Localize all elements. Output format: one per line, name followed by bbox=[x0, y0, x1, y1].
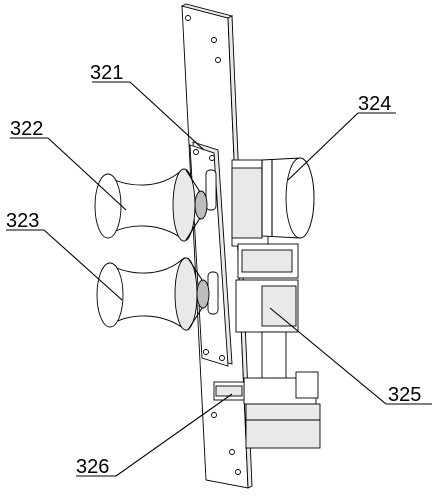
label-324: 324 bbox=[358, 93, 391, 115]
label-323: 323 bbox=[6, 210, 39, 232]
lower-roller-323 bbox=[96, 257, 210, 331]
label-322: 322 bbox=[10, 118, 43, 140]
drive-unit-325 bbox=[235, 243, 321, 449]
upper-roller-322 bbox=[94, 168, 208, 242]
leader-lines bbox=[6, 81, 432, 477]
label-325: 325 bbox=[388, 384, 421, 406]
motor-cylinder-324 bbox=[231, 157, 315, 247]
block-326 bbox=[213, 381, 245, 401]
label-321: 321 bbox=[90, 62, 123, 84]
label-326: 326 bbox=[76, 456, 109, 478]
